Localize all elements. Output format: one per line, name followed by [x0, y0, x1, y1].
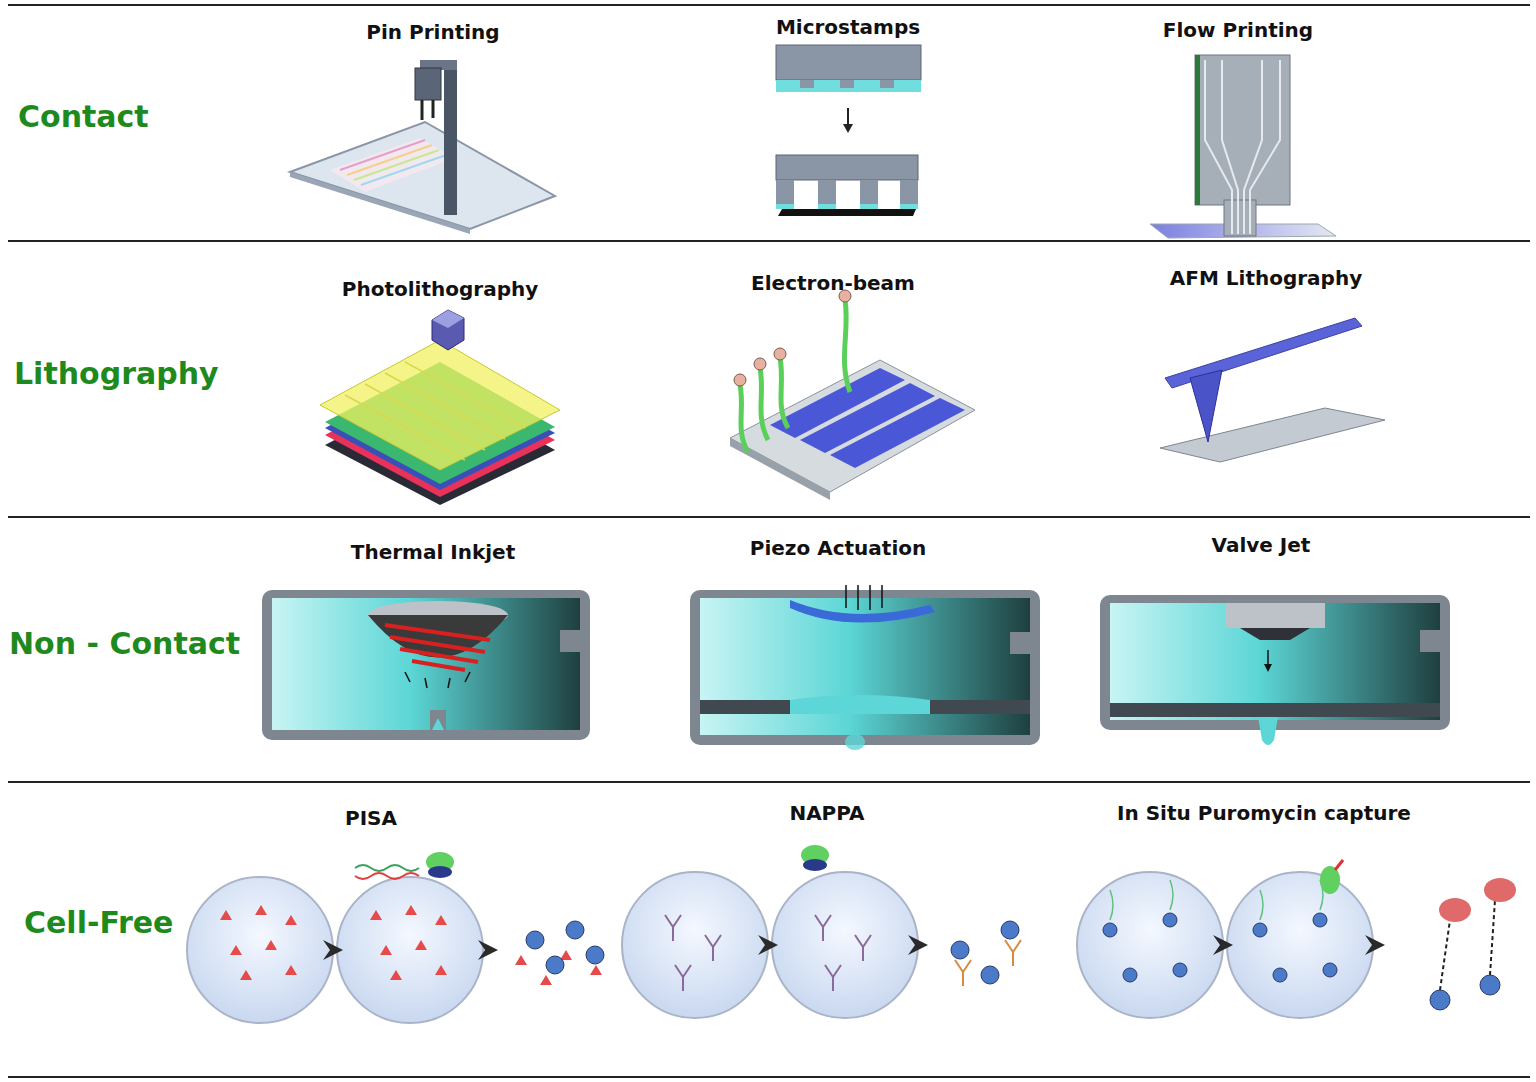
method-title: Electron-beam	[751, 271, 915, 295]
method-title: Valve Jet	[1212, 533, 1311, 557]
method-title: PISA	[345, 806, 397, 830]
method-title: Flow Printing	[1163, 18, 1313, 42]
microstamp	[776, 45, 921, 216]
pin-printer	[290, 60, 555, 234]
photolithography-stack	[320, 310, 560, 505]
method-title: Piezo Actuation	[750, 536, 926, 560]
method-title: Photolithography	[342, 277, 538, 301]
row-separators	[8, 5, 1530, 1077]
afm-cantilever	[1160, 318, 1385, 462]
piezo-head	[690, 585, 1040, 750]
row-label: Lithography	[14, 356, 219, 391]
electron-beam	[730, 290, 975, 500]
thermal-inkjet-head	[262, 590, 590, 740]
row-label: Contact	[18, 99, 149, 134]
cell-free-steps	[187, 845, 1516, 1023]
row-label: Non - Contact	[9, 626, 240, 661]
method-title: Pin Printing	[366, 20, 499, 44]
method-title: NAPPA	[789, 801, 864, 825]
method-title: Thermal Inkjet	[351, 540, 515, 564]
method-title: AFM Lithography	[1170, 266, 1362, 290]
valve-jet-head	[1100, 595, 1450, 745]
row-label: Cell-Free	[24, 905, 173, 940]
method-title: In Situ Puromycin capture	[1117, 801, 1411, 825]
flow-printer	[1150, 55, 1336, 238]
method-title: Microstamps	[776, 15, 920, 39]
